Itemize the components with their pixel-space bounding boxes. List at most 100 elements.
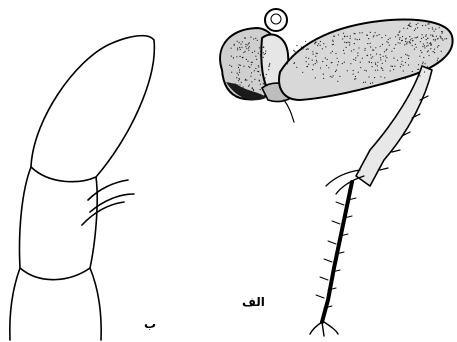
- stipple-dot: [366, 70, 367, 71]
- stipple-dot: [382, 63, 383, 64]
- stipple-dot: [343, 33, 344, 34]
- stipple-dot: [372, 66, 373, 67]
- stipple-dot: [335, 53, 336, 54]
- stipple-dot: [430, 48, 431, 49]
- stipple-dot: [245, 46, 246, 47]
- stipple-dot: [241, 82, 242, 83]
- stipple-dot: [407, 28, 408, 29]
- stipple-dot: [398, 34, 399, 35]
- stipple-dot: [332, 51, 333, 52]
- stipple-dot: [263, 47, 264, 48]
- stipple-dot: [385, 55, 386, 56]
- stipple-dot: [437, 62, 438, 63]
- stipple-dot: [246, 59, 247, 60]
- stipple-dot: [241, 47, 242, 48]
- stipple-dot: [438, 45, 439, 46]
- stipple-dot: [297, 52, 298, 53]
- stipple-dot: [403, 65, 404, 66]
- stipple-dot: [359, 39, 360, 40]
- stipple-dot: [386, 41, 387, 42]
- stipple-dot: [239, 42, 240, 43]
- stipple-dot: [322, 61, 323, 62]
- stipple-dot: [252, 88, 253, 89]
- stipple-dot: [254, 79, 255, 80]
- stipple-dot: [355, 76, 356, 77]
- stipple-dot: [233, 57, 234, 58]
- stipple-dot: [327, 59, 328, 60]
- stipple-dot: [399, 43, 400, 44]
- stipple-dot: [269, 63, 270, 64]
- stipple-dot: [260, 74, 261, 75]
- stipple-dot: [395, 44, 396, 45]
- stipple-dot: [441, 51, 442, 52]
- stipple-dot: [354, 33, 355, 34]
- stipple-dot: [323, 43, 324, 44]
- stipple-dot: [342, 38, 343, 39]
- stipple-dot: [357, 55, 358, 56]
- stipple-dot: [338, 34, 339, 35]
- stipple-dot: [424, 71, 425, 72]
- stipple-dot: [410, 43, 411, 44]
- stipple-dot: [366, 34, 367, 35]
- stipple-dot: [420, 50, 421, 51]
- stipple-dot: [240, 44, 241, 45]
- stipple-dot: [337, 58, 338, 59]
- stipple-dot: [248, 43, 249, 44]
- stipple-dot: [364, 70, 365, 71]
- stipple-dot: [408, 64, 409, 65]
- stipple-dot: [269, 64, 270, 65]
- stipple-dot: [405, 62, 406, 63]
- stipple-dot: [325, 46, 326, 47]
- stipple-dot: [407, 55, 408, 56]
- stipple-dot: [394, 48, 395, 49]
- stipple-dot: [393, 58, 394, 59]
- stipple-dot: [405, 78, 406, 79]
- stipple-dot: [405, 41, 406, 42]
- stipple-dot: [261, 87, 262, 88]
- stipple-dot: [322, 48, 323, 49]
- stipple-dot: [251, 62, 252, 63]
- stipple-dot: [400, 66, 401, 67]
- stipple-dot: [256, 59, 257, 60]
- stipple-dot: [263, 52, 264, 53]
- stipple-dot: [339, 76, 340, 77]
- stipple-dot: [252, 62, 253, 63]
- stipple-dot: [410, 23, 411, 24]
- stipple-dot: [231, 56, 232, 57]
- stipple-dot: [248, 50, 249, 51]
- stipple-dot: [440, 37, 441, 38]
- stipple-dot: [430, 45, 431, 46]
- stipple-dot: [268, 69, 269, 70]
- stipple-dot: [375, 64, 376, 65]
- stipple-dot: [357, 52, 358, 53]
- stipple-dot: [301, 46, 302, 47]
- stipple-dot: [393, 69, 394, 70]
- stipple-dot: [381, 37, 382, 38]
- stipple-dot: [290, 59, 291, 60]
- stipple-dot: [402, 61, 403, 62]
- stipple-dot: [258, 66, 259, 67]
- stipple-dot: [305, 41, 306, 42]
- stipple-dot: [351, 50, 352, 51]
- stipple-dot: [333, 41, 334, 42]
- stipple-dot: [332, 44, 333, 45]
- stipple-dot: [239, 79, 240, 80]
- stipple-dot: [332, 40, 333, 41]
- stipple-dot: [240, 56, 241, 57]
- stipple-dot: [242, 41, 243, 42]
- stipple-dot: [412, 45, 413, 46]
- stipple-dot: [367, 43, 368, 44]
- stipple-dot: [442, 38, 443, 39]
- stipple-dot: [368, 76, 369, 77]
- stipple-dot: [419, 75, 420, 76]
- stipple-dot: [423, 37, 424, 38]
- stipple-dot: [380, 59, 381, 60]
- stipple-dot: [249, 67, 250, 68]
- stipple-dot: [371, 58, 372, 59]
- stipple-dot: [437, 60, 438, 61]
- stipple-dot: [380, 76, 381, 77]
- stipple-dot: [259, 80, 260, 81]
- stipple-dot: [380, 46, 381, 47]
- stipple-dot: [435, 39, 436, 40]
- stipple-dot: [350, 38, 351, 39]
